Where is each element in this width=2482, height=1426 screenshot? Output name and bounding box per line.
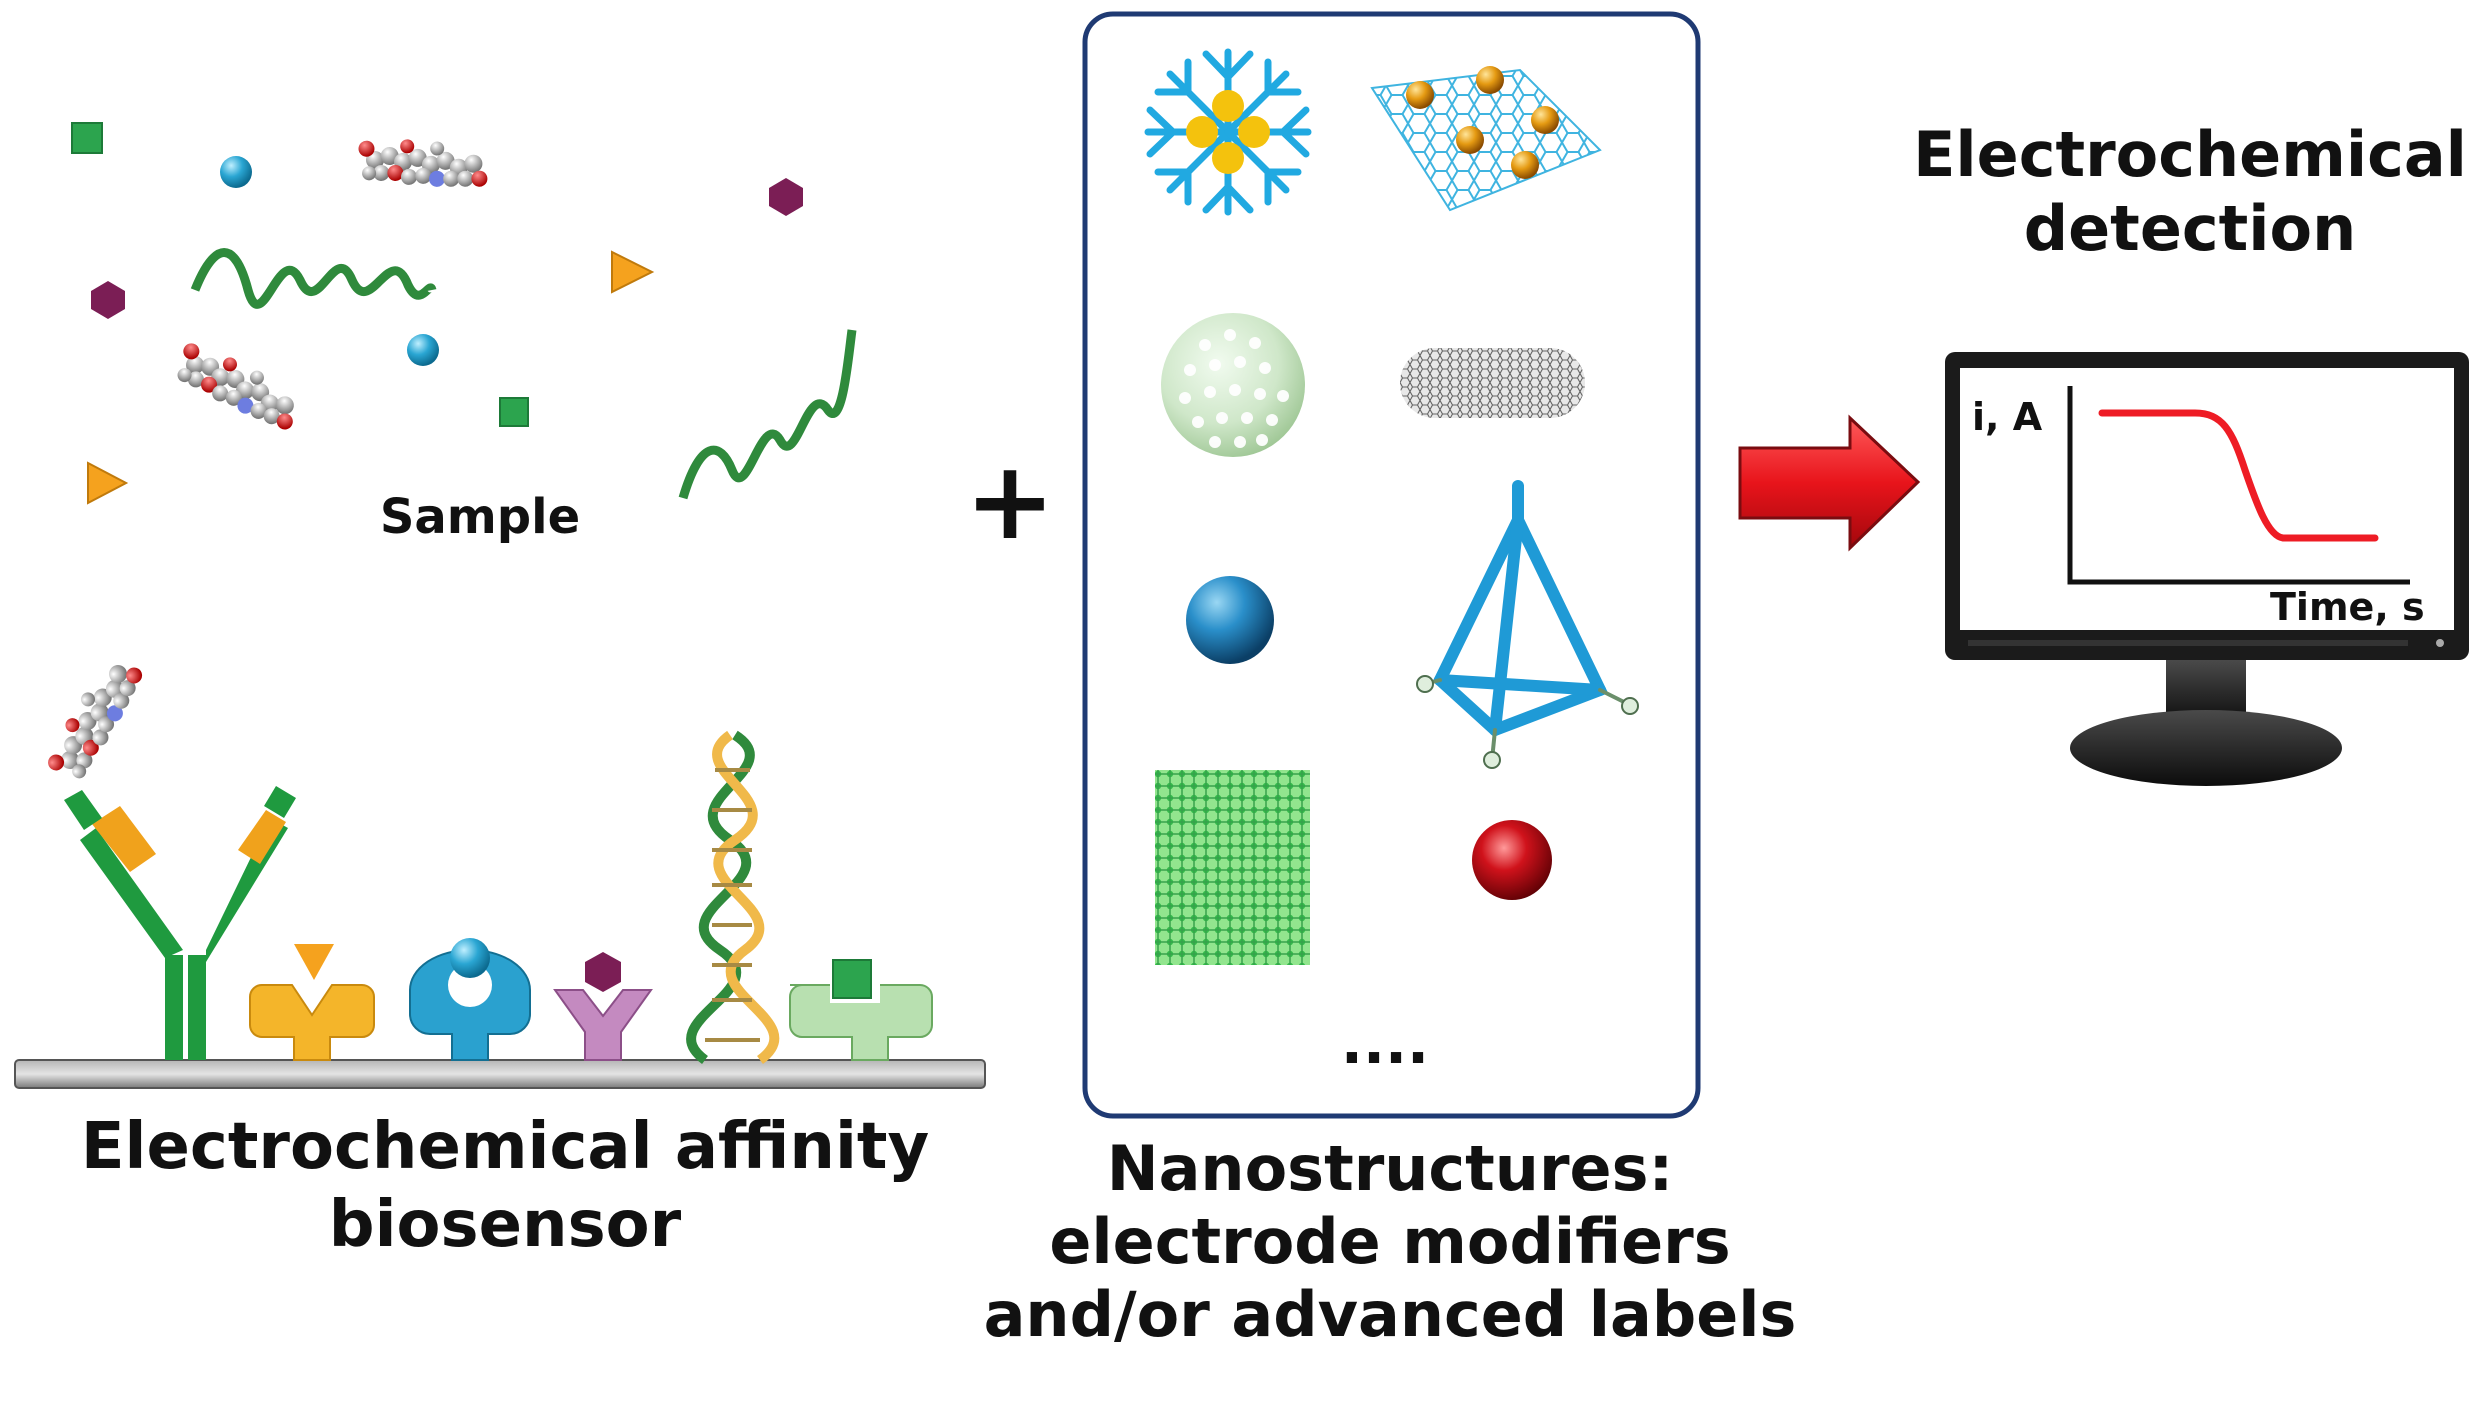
mesoporous-silica-sphere-icon: [1161, 313, 1305, 457]
detection-label-line1: Electrochemical: [1913, 118, 2467, 191]
dna-strand-icon: [190, 248, 437, 309]
purple-receptor-icon: [553, 952, 653, 1061]
sample-molecules-group: [71, 122, 857, 505]
biosensor-label: Electrochemical affinity biosensor: [30, 1108, 980, 1264]
sample-label: Sample: [379, 489, 581, 545]
plot-axes: [2067, 386, 2410, 585]
nano-label-line1: Nanostructures:: [1106, 1132, 1674, 1205]
biosensor-label-line1: Electrochemical affinity: [80, 1110, 930, 1184]
orange-receptor-icon: [249, 944, 375, 1061]
y-axis-label: i, A: [1972, 395, 2043, 439]
biosensor-label-line2: biosensor: [328, 1188, 682, 1263]
nano-label-line2: electrode modifiers: [1049, 1205, 1731, 1279]
cyan-sphere-icon: [220, 156, 252, 188]
plus-sign: +: [964, 439, 1056, 564]
detection-label-line2: detection: [2023, 192, 2357, 266]
tetrahedron-anchor-points: [1416, 675, 1639, 769]
orange-triangle-icon: [611, 250, 655, 294]
red-arrow-icon: [1738, 414, 1921, 552]
purple-hexagon-icon: [91, 281, 125, 319]
plot-curve: [2098, 409, 2379, 542]
green-framework-icon: [1155, 770, 1310, 965]
green-receptor-icon: [789, 959, 933, 1061]
monitor-icon: [1945, 352, 2469, 786]
x-axis-label: Time, s: [2270, 585, 2425, 629]
purple-hexagon-icon: [769, 178, 803, 216]
small-molecule-icon: [168, 332, 308, 441]
carbon-nanotube-icon: [1400, 348, 1585, 418]
antibody-icon: [64, 786, 296, 1060]
nanostructures-label: Nanostructures: electrode modifiers and/…: [950, 1132, 1830, 1351]
dendrimer-nanostructure-icon: [1144, 48, 1312, 216]
graphene-nanoparticles-icon: [1370, 66, 1602, 212]
detection-label: Electrochemical detection: [1890, 118, 2482, 267]
bound-molecule-icon: [37, 651, 153, 787]
dna-strand-icon: [678, 329, 857, 500]
orange-triangle-icon: [87, 461, 129, 505]
cyan-sphere-icon: [407, 334, 439, 366]
cyan-receptor-icon: [409, 938, 531, 1061]
blue-nanosphere-icon: [1186, 576, 1274, 664]
nano-label-line3: and/or advanced labels: [983, 1278, 1797, 1352]
green-square-icon: [71, 122, 103, 154]
green-square-icon: [499, 397, 529, 427]
biosensor-illustration: [14, 651, 986, 1089]
monitor-base: [2070, 710, 2342, 786]
small-molecule-icon: [354, 130, 492, 197]
dna-duplex-icon: [686, 730, 780, 1065]
electrode-surface: [14, 1059, 986, 1089]
red-nanosphere-icon: [1472, 820, 1552, 900]
nano-ellipsis: ....: [1340, 1009, 1430, 1077]
